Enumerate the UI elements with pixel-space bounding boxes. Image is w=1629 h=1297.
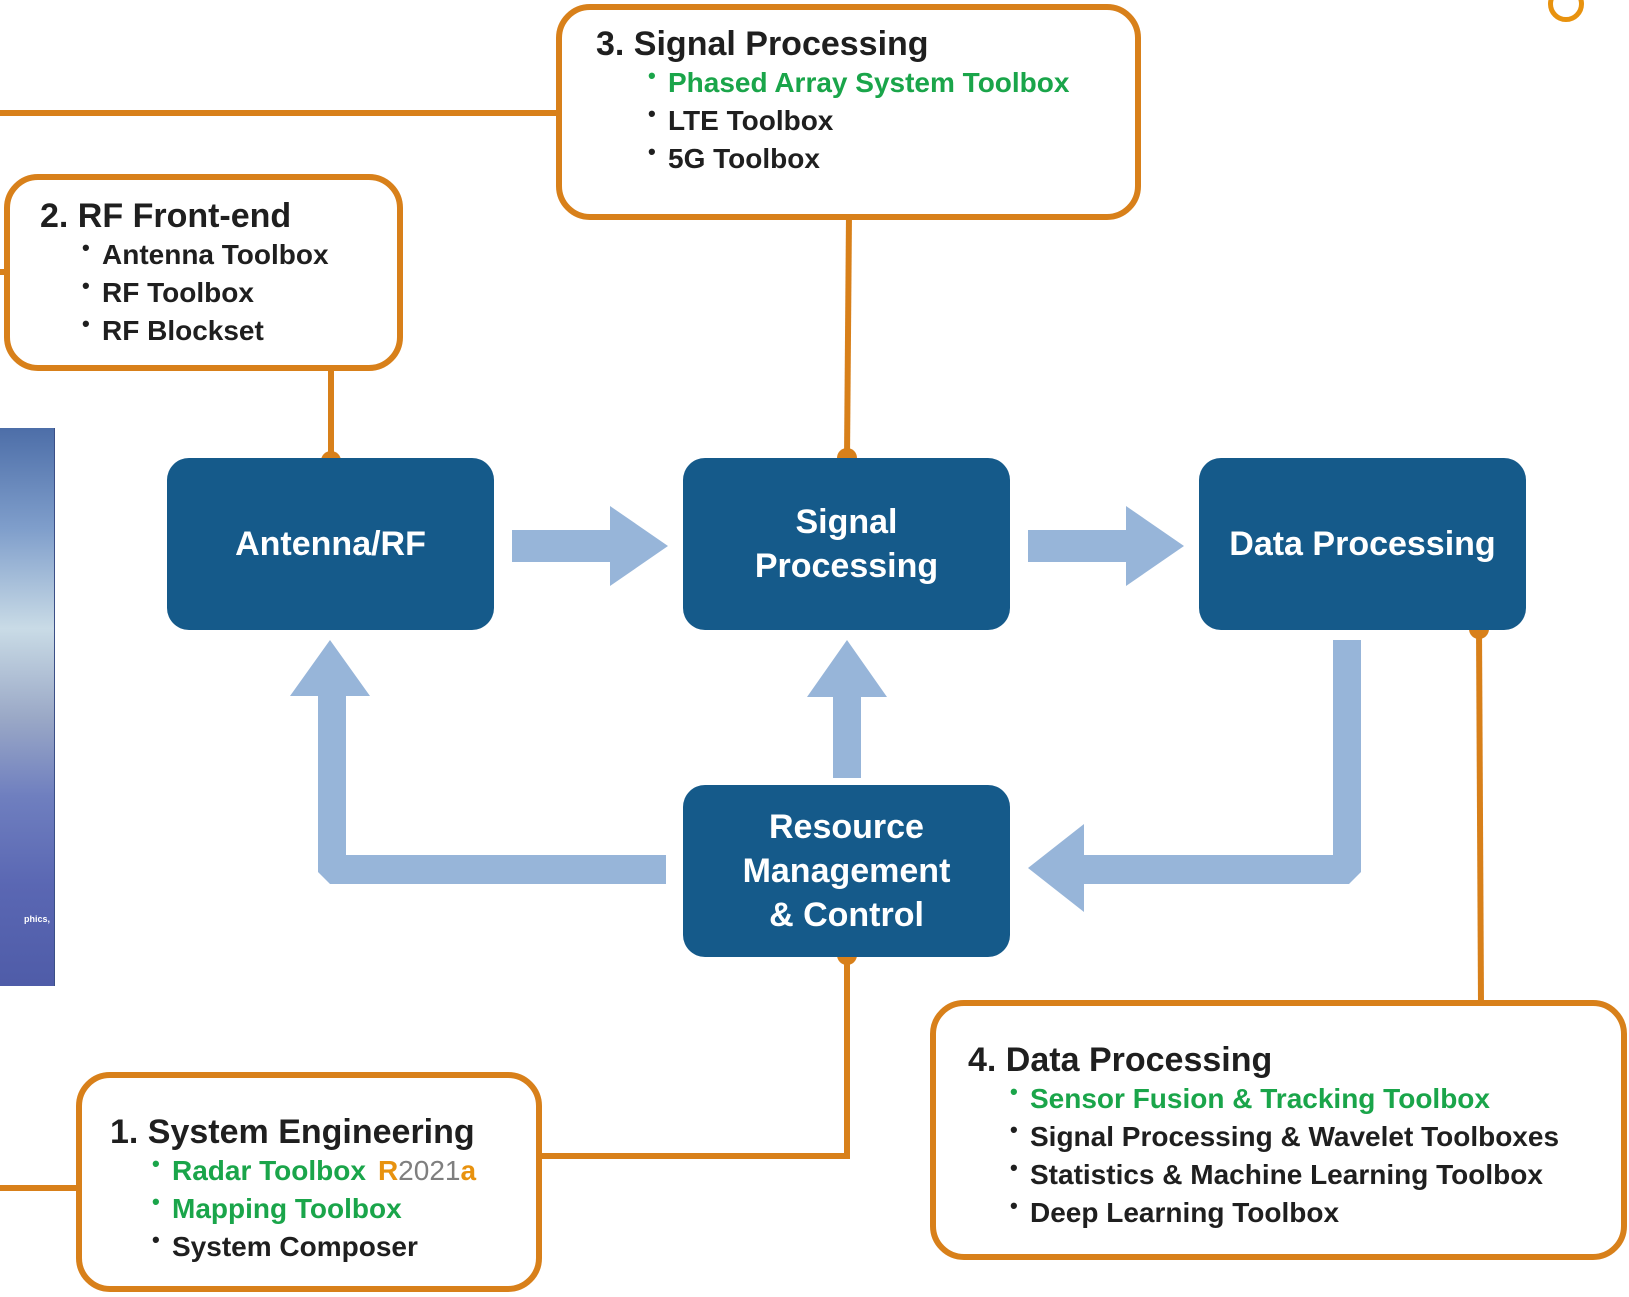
toolbox-item: LTE Toolbox — [646, 95, 1135, 140]
toolbox-item: System Composer — [150, 1221, 536, 1266]
block-resource-management: Resource Management & Control — [683, 785, 1010, 957]
toolbox-item: RF Blockset — [80, 305, 397, 350]
arrow-data-to-resource — [1028, 640, 1361, 912]
release-badge-letter: a — [460, 1155, 477, 1186]
release-badge-r: R — [377, 1155, 399, 1186]
toolbox-item: Antenna Toolbox — [80, 229, 397, 274]
toolbox-item: Deep Learning Toolbox — [1008, 1187, 1621, 1232]
toolbox-item-label: Radar Toolbox — [172, 1155, 366, 1186]
toolbox-item: RF Toolbox — [80, 267, 397, 312]
radar-scene-image: phics, — [0, 428, 55, 986]
flow-arrows — [290, 506, 1361, 912]
arrow-resource-to-antenna — [290, 640, 666, 884]
arrow-resource-to-signal — [807, 640, 887, 778]
toolbox-list: Radar Toolbox R2021a Mapping Toolbox Syst… — [150, 1145, 536, 1266]
arrow-antenna-to-signal — [512, 506, 668, 586]
block-signal-processing: Signal Processing — [683, 458, 1010, 630]
leader-signal-callout-to-block — [844, 213, 852, 459]
leader-resource-to-system-callout — [537, 954, 850, 1159]
arrow-signal-to-data — [1028, 506, 1184, 586]
leader-data-block-to-callout — [1476, 628, 1484, 1005]
image-caption: phics, — [23, 914, 50, 924]
callout-title: 1. System Engineering — [110, 1113, 475, 1151]
callout-title: 2. RF Front-end — [40, 197, 292, 235]
toolbox-item: Statistics & Machine Learning Toolbox — [1008, 1149, 1621, 1194]
callout-title: 4. Data Processing — [968, 1041, 1273, 1079]
callout-rf-front-end: 2. RF Front-end Antenna Toolbox RF Toolb… — [4, 174, 403, 371]
toolbox-item: Signal Processing & Wavelet Toolboxes — [1008, 1111, 1621, 1156]
block-antenna-rf: Antenna/RF — [167, 458, 494, 630]
toolbox-list: Phased Array System Toolbox LTE Toolbox … — [646, 57, 1135, 178]
toolbox-list: Sensor Fusion & Tracking Toolbox Signal … — [1008, 1073, 1621, 1232]
toolbox-item: 5G Toolbox — [646, 133, 1135, 178]
release-badge: R2021a — [378, 1155, 476, 1186]
callout-signal-processing: 3. Signal Processing Phased Array System… — [556, 4, 1141, 220]
callout-leaders — [0, 110, 1484, 1191]
callout-title: 3. Signal Processing — [596, 25, 929, 63]
callout-system-engineering: 1. System Engineering Radar Toolbox R2021… — [76, 1072, 542, 1292]
release-badge-year: 2021 — [398, 1155, 461, 1186]
toolbox-item: Mapping Toolbox — [150, 1183, 536, 1228]
callout-data-processing: 4. Data Processing Sensor Fusion & Track… — [930, 1000, 1627, 1260]
toolbox-item: Radar Toolbox R2021a — [150, 1145, 536, 1190]
corner-accent-ring — [1548, 0, 1584, 22]
toolbox-item: Sensor Fusion & Tracking Toolbox — [1008, 1073, 1621, 1118]
toolbox-item: Phased Array System Toolbox — [646, 57, 1135, 102]
toolbox-list: Antenna Toolbox RF Toolbox RF Blockset — [80, 229, 397, 350]
block-data-processing: Data Processing — [1199, 458, 1526, 630]
